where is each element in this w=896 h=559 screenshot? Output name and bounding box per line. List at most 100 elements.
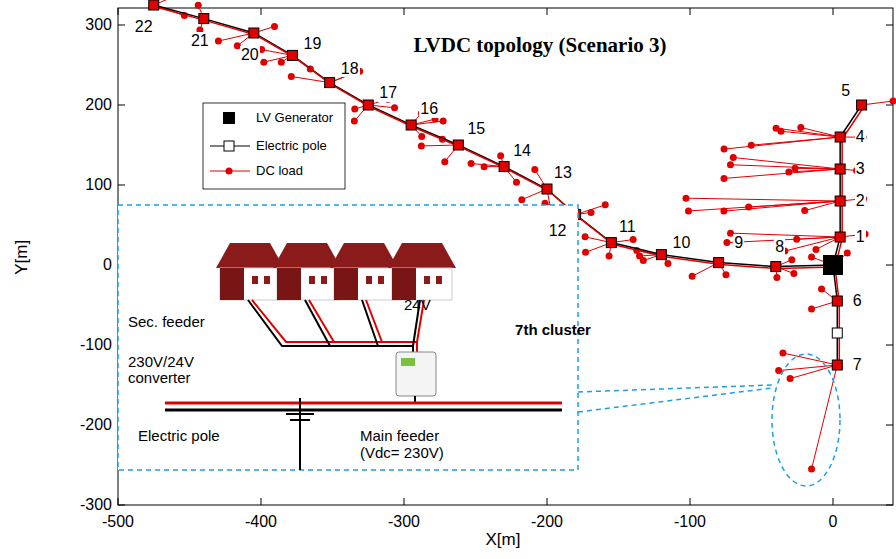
main-feeder-wire [165,402,562,405]
electric-pole [363,100,373,110]
dc-load [606,252,613,259]
dc-load [685,207,692,214]
dc-load [497,152,504,159]
dc-load [271,23,278,30]
tick-label: -200 [531,513,563,531]
electric-pole [149,0,159,10]
legend-box [203,103,345,189]
dc-load [801,207,808,214]
dc-load [513,179,520,186]
dc-load-line [785,237,840,251]
dc-load [518,196,525,203]
legend-text: Electric pole [256,139,327,153]
house-wall [392,268,416,300]
house-wall [277,268,301,300]
tick [886,265,893,266]
electric-pole [656,250,666,260]
dc-load [664,260,671,267]
house-window [366,276,372,284]
house-roof [388,243,456,268]
leader-line [578,388,772,412]
house-roof [330,243,398,268]
house-roof [216,243,284,268]
dc-load [808,306,815,313]
dc-load [582,249,589,256]
house-window [378,276,384,284]
tick [886,345,893,346]
pole-number: 18 [340,60,360,78]
house-window [424,276,430,284]
legend-text: DC load [256,164,303,178]
pole-number: 6 [852,292,863,310]
tick-label: -100 [80,336,112,354]
house-window [309,276,315,284]
electric-pole [771,262,781,272]
dc-load [723,239,730,246]
pole-number: 21 [190,32,210,50]
dc-load [722,271,729,278]
dc-load [468,160,475,167]
electric-pole [453,140,463,150]
pole-number: 2 [855,192,866,210]
dc-load [260,59,267,66]
dc-load [787,375,794,382]
tick [118,498,119,505]
house-window [264,276,270,284]
pole-number: 19 [303,35,323,53]
dc-load [890,98,896,105]
electric-pole [832,328,842,338]
dc-load-line [688,201,840,211]
pole-number: 22 [134,18,154,36]
pole-number: 20 [240,46,260,64]
tick-label: 0 [829,513,838,531]
tick [118,8,119,15]
pole-number: 10 [672,234,692,252]
dc-load [351,105,358,112]
dc-load [773,274,780,281]
dc-load [640,257,647,264]
tick [886,185,893,186]
electric-pole [832,296,842,306]
tick-label: -100 [674,513,706,531]
pole-number: 3 [855,160,866,178]
dc-load [777,128,784,135]
electric-pole [832,360,842,370]
pole-number: 15 [466,120,486,138]
electric-pole [606,238,616,248]
cluster-label: 7th cluster [515,322,591,339]
tick [547,498,548,505]
dc-load [727,161,734,168]
inset-label: Electric pole [138,428,220,445]
dc-load-line [795,168,840,170]
tick [886,105,893,106]
dc-load [531,166,538,173]
dc-load [775,367,782,374]
electric-pole [287,50,297,60]
pole-number: 14 [512,142,532,160]
legend-sample [226,168,233,175]
dc-load-line [790,365,837,379]
tick [118,25,125,26]
tick [886,25,893,26]
dc-load [808,254,815,261]
electric-pole [199,14,209,24]
inset-box [118,205,578,470]
axis-label: Y[m] [13,240,32,275]
pole-number: 12 [548,222,568,240]
dc-load-line [421,145,458,147]
tick-label: 300 [85,16,112,34]
tick [886,425,893,426]
inset-label: 24V [404,297,431,314]
axes-box [118,8,893,505]
house-wall [220,268,244,300]
electric-pole [835,196,845,206]
pole-number: 11 [618,218,637,236]
tick-label: -400 [245,513,277,531]
tick [118,105,125,106]
dc-load [441,158,448,165]
house-window [436,276,442,284]
inset-label: 230V/24V converter [128,354,208,387]
dc-load-line [781,131,840,137]
converter-display [401,358,415,366]
dc-load [748,142,755,149]
